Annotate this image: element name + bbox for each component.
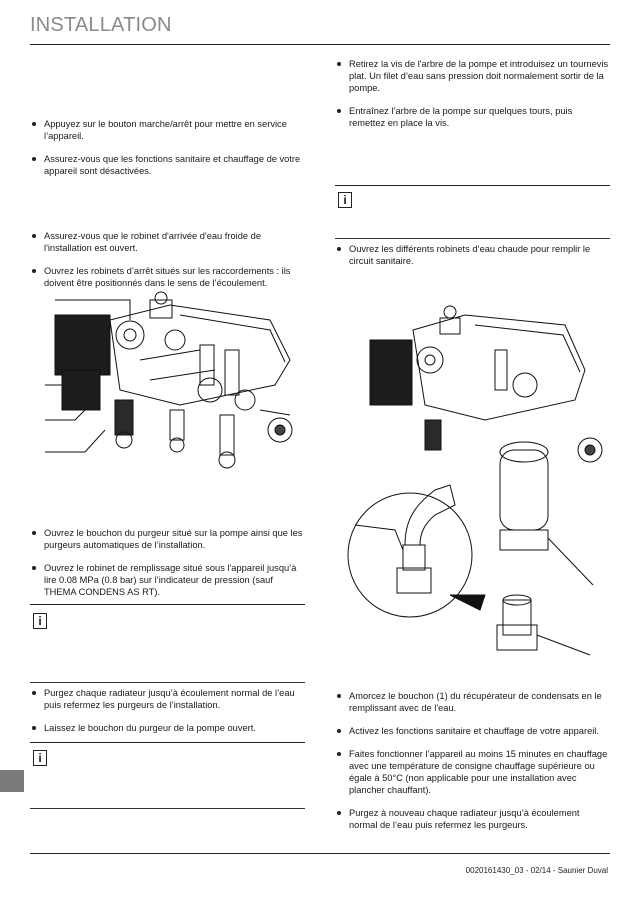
- left-group-1: Appuyez sur le bouton marche/arrêt pour …: [30, 118, 305, 188]
- list-item: Appuyez sur le bouton marche/arrêt pour …: [30, 118, 305, 142]
- boiler-hydraulics-illustration-left: [45, 291, 293, 469]
- note-rule-bottom-3: [335, 238, 610, 239]
- note-rule-top-3: [335, 185, 610, 186]
- info-icon: i: [338, 192, 352, 208]
- list-item: Purgez chaque radiateur jusqu’à écouleme…: [30, 687, 305, 711]
- footer-rule: [30, 853, 610, 854]
- left-group-3: Ouvrez le bouchon du purgeur situé sur l…: [30, 527, 305, 609]
- header-rule: [30, 44, 610, 45]
- list-item: Assurez-vous que le robinet d'arrivée d'…: [30, 230, 305, 254]
- list-item: Ouvrez les différents robinets d’eau cha…: [335, 243, 610, 267]
- left-group-4: Purgez chaque radiateur jusqu’à écouleme…: [30, 687, 305, 745]
- right-group-2: Ouvrez les différents robinets d’eau cha…: [335, 243, 610, 278]
- page-footer: 0020161430_03 - 02/14 - Saunier Duval: [465, 866, 608, 875]
- list-item: Entraînez l’arbre de la pompe sur quelqu…: [335, 105, 610, 129]
- note-rule-bottom-1: [30, 682, 305, 683]
- list-item: Laissez le bouchon du purgeur de la pomp…: [30, 722, 305, 734]
- chapter-side-tab: [0, 770, 24, 792]
- note-rule-top-1: [30, 604, 305, 605]
- right-group-1: Retirez la vis de l'arbre de la pompe et…: [335, 58, 610, 140]
- list-item: Faites fonctionner l’appareil au moins 1…: [335, 748, 610, 796]
- list-item: Purgez à nouveau chaque radiateur jusqu’…: [335, 807, 610, 831]
- info-icon: i: [33, 613, 47, 629]
- left-group-2: Assurez-vous que le robinet d'arrivée d'…: [30, 230, 305, 300]
- info-icon: i: [33, 750, 47, 766]
- list-item: Ouvrez le bouchon du purgeur situé sur l…: [30, 527, 305, 551]
- list-item: Retirez la vis de l'arbre de la pompe et…: [335, 58, 610, 94]
- list-item: Assurez-vous que les fonctions sanitaire…: [30, 153, 305, 177]
- list-item: Ouvrez le robinet de remplissage situé s…: [30, 562, 305, 598]
- page-header-title: INSTALLATION: [30, 14, 172, 36]
- list-item: Activez les fonctions sanitaire et chauf…: [335, 725, 610, 737]
- list-item: Ouvrez les robinets d’arrêt situés sur l…: [30, 265, 305, 289]
- list-item: Amorcez le bouchon (1) du récupérateur d…: [335, 690, 610, 714]
- condensate-trap-illustration-right: [347, 305, 603, 656]
- right-group-3: Amorcez le bouchon (1) du récupérateur d…: [335, 690, 610, 842]
- note-rule-bottom-2: [30, 808, 305, 809]
- note-rule-top-2: [30, 742, 305, 743]
